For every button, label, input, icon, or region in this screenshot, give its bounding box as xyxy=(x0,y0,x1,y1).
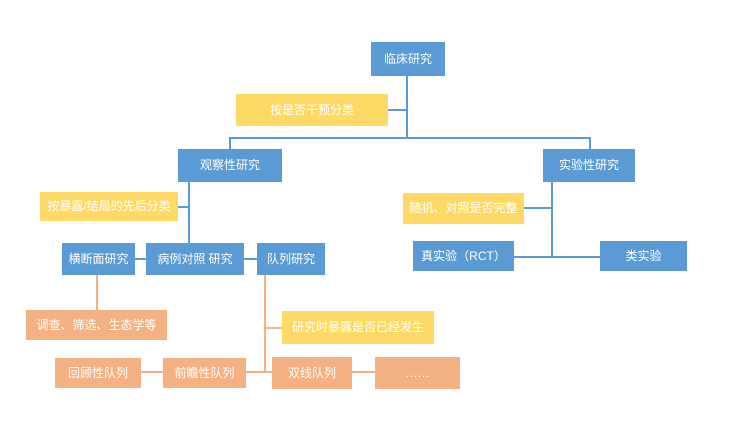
node-case-control: 病例对照 研究 xyxy=(146,243,244,275)
connector-crosssectional-down xyxy=(96,275,98,310)
node-clinical-research: 临床研究 xyxy=(371,42,445,76)
label-by-exposure-order: 按暴露/结局的先后分类 xyxy=(40,192,178,221)
connector-intervention-label-stub xyxy=(388,109,407,111)
connector-true-quasi xyxy=(514,256,600,258)
node-cohort: 队列研究 xyxy=(257,243,325,275)
connector-exposure-occurred-label-stub xyxy=(264,327,282,329)
connector-random-label-stub xyxy=(524,207,552,209)
node-ellipsis: …… xyxy=(375,357,460,389)
node-cross-sectional: 横断面研究 xyxy=(62,243,135,275)
connector-to-observational xyxy=(229,137,231,149)
node-prospective-cohort: 前瞻性队列 xyxy=(163,358,246,388)
connector-exposure-order-label-stub xyxy=(178,206,189,208)
connector-retrospective-prospective xyxy=(141,371,163,373)
connector-branch-horizontal xyxy=(229,137,590,139)
connector-clinical-down xyxy=(406,76,408,138)
label-exposure-occurred: 研究时暴露是否已经发生 xyxy=(282,311,434,344)
node-observational: 观察性研究 xyxy=(178,149,282,182)
connector-observational-down xyxy=(188,182,190,243)
node-quasi-experiment: 类实验 xyxy=(600,241,687,271)
label-by-intervention: 按是否干预分类 xyxy=(236,94,388,126)
node-survey-screening-ecology: 调查、筛选、生态学等 xyxy=(26,310,167,340)
label-random-control: 随机、对照是否完整 xyxy=(403,193,524,224)
node-double-line-cohort: 双线队列 xyxy=(272,357,352,389)
connector-to-experimental xyxy=(589,137,591,149)
connector-crosssectional-casecontrol xyxy=(135,258,146,260)
node-experimental: 实验性研究 xyxy=(543,149,635,182)
connector-experimental-down xyxy=(551,182,553,257)
connector-cohort-down xyxy=(264,275,266,372)
node-true-experiment: 真实验（RCT） xyxy=(413,241,514,271)
connector-prospective-doubleline xyxy=(246,371,272,373)
connector-casecontrol-cohort xyxy=(244,258,257,260)
connector-doubleline-ellipsis xyxy=(352,371,375,373)
node-retrospective-cohort: 回顾性队列 xyxy=(55,358,141,388)
